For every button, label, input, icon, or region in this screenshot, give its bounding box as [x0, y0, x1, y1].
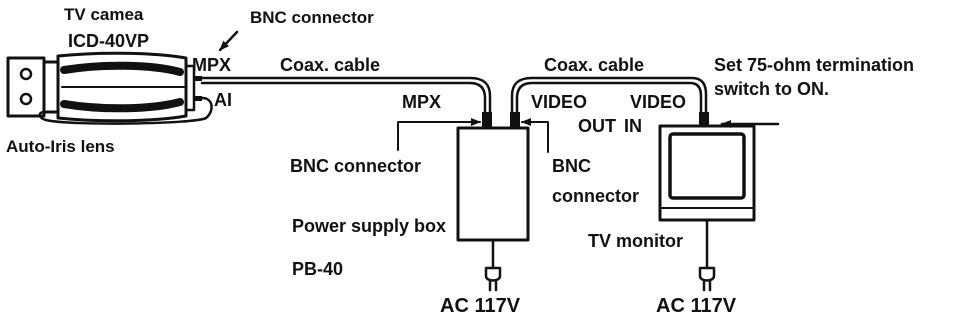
tv-camera-label: TV camea [64, 5, 144, 24]
ac-117v-label-1: AC 117V [440, 295, 521, 317]
mpx-box-label: MPX [402, 92, 441, 112]
auto-iris-cable [38, 96, 213, 125]
bnc-connector-right-label-1: BNC [552, 156, 591, 176]
out-label: OUT [578, 116, 616, 136]
camera-model-label: ICD-40VP [68, 31, 149, 51]
ac-117v-label-2: AC 117V [656, 295, 737, 317]
ai-label: AI [214, 90, 232, 110]
leader-bnc-right [521, 118, 549, 153]
power-supply-model-label: PB-40 [292, 259, 343, 279]
tv-camera [6, 51, 202, 123]
video-out-label: VIDEO [531, 92, 587, 112]
termination-note-line2: switch to ON. [714, 79, 829, 99]
coax-cable-2 [510, 76, 708, 114]
tv-monitor [658, 112, 756, 292]
power-supply-box [456, 112, 530, 292]
bnc-connector-left-label: BNC connector [290, 156, 421, 176]
coax-cable-2-label: Coax. cable [544, 55, 644, 75]
in-label: IN [624, 116, 642, 136]
power-supply-box-label: Power supply box [292, 216, 446, 236]
leader-bnc-left [397, 118, 481, 151]
mpx-camera-label: MPX [192, 55, 231, 75]
termination-note-line1: Set 75-ohm termination [714, 55, 914, 75]
auto-iris-lens-label: Auto-Iris lens [6, 137, 115, 156]
tv-monitor-label: TV monitor [588, 231, 683, 251]
bnc-connector-right-label-2: connector [552, 186, 639, 206]
bnc-connector-top-label: BNC connector [250, 8, 374, 27]
coax-cable-1 [200, 76, 492, 114]
video-in-label: VIDEO [630, 92, 686, 112]
arrow-bnc-top [218, 30, 239, 52]
coax-cable-1-label: Coax. cable [280, 55, 380, 75]
